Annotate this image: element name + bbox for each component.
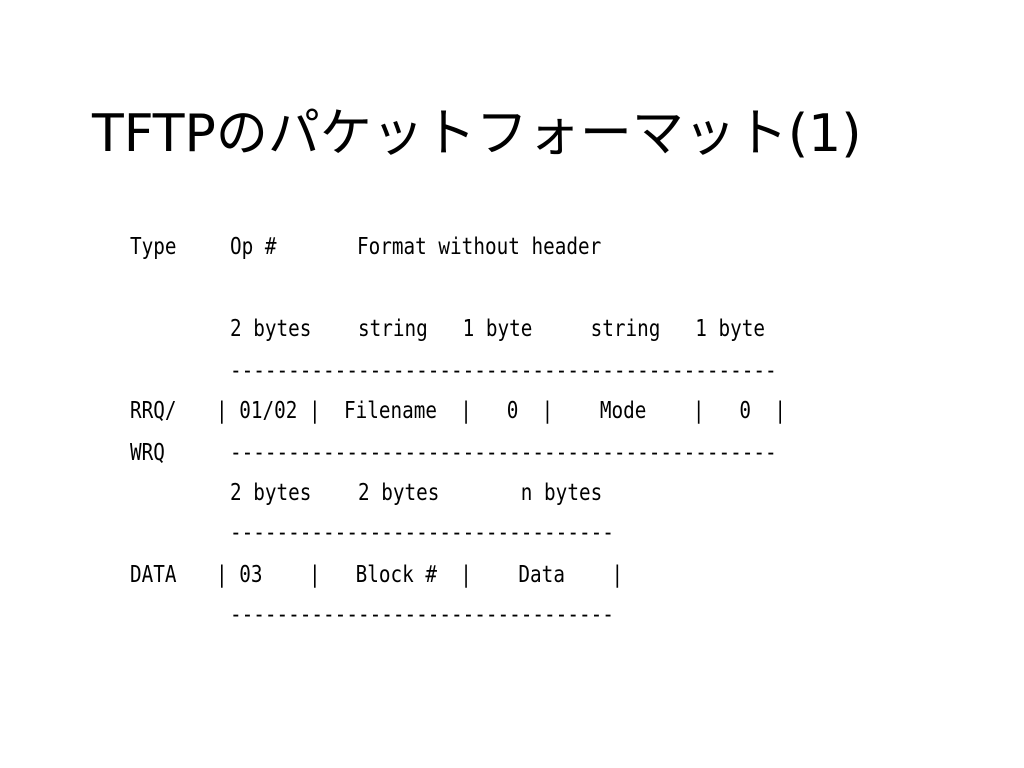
data-bottom-border: --------------------------------- [230,602,614,628]
rrq-wrq-top-border: ----------------------------------------… [230,358,777,384]
data-field-sizes: 2 bytes 2 bytes n bytes [230,480,603,506]
data-top-border: --------------------------------- [230,520,614,546]
data-label: DATA [130,562,177,588]
rrq-wrq-field-sizes: 2 bytes string 1 byte string 1 byte [230,316,766,342]
rrq-wrq-packet-row: | 01/02 | Filename | 0 | Mode | 0 | [216,398,786,424]
data-packet-row: | 03 | Block # | Data | [216,562,624,588]
column-header-type: Type [130,234,177,260]
wrq-label: WRQ [130,440,165,466]
column-header-format: Format without header [357,234,602,260]
slide-title: TFTPのパケットフォーマット(1) [92,104,862,164]
rrq-label: RRQ/ [130,398,177,424]
column-header-op: Op # [230,234,277,260]
rrq-wrq-bottom-border: ----------------------------------------… [230,440,777,466]
